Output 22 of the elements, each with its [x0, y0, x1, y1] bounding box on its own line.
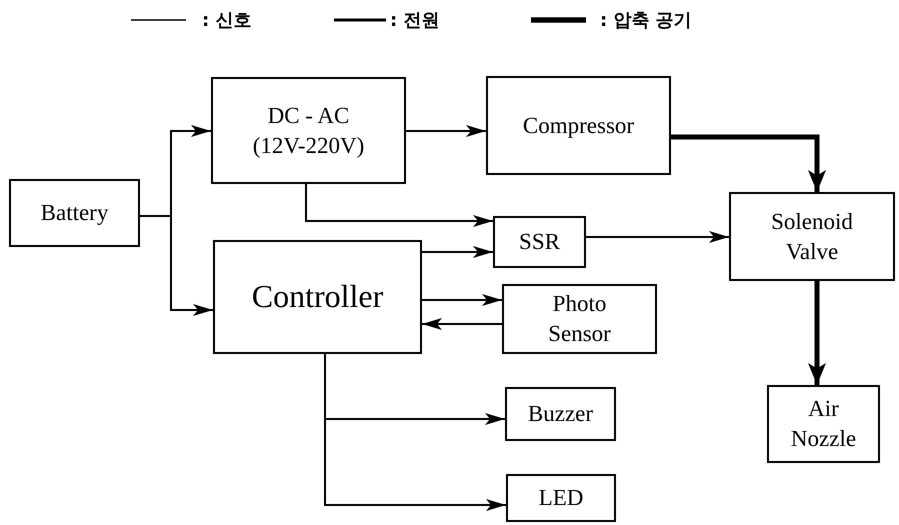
- arrow: [422, 318, 502, 330]
- process-box: DC - AC (12V-220V): [211, 77, 406, 184]
- process-box: SSR: [493, 216, 586, 268]
- arrow: [406, 125, 486, 137]
- legend-label: : 전원: [390, 9, 440, 32]
- arrow: [305, 184, 493, 227]
- process-box: LED: [506, 474, 616, 522]
- arrow: [422, 294, 502, 306]
- arrow: [808, 281, 826, 385]
- legend-label: : 신호: [202, 9, 252, 32]
- process-box: Solenoid Valve: [729, 192, 895, 281]
- process-box: Buzzer: [505, 387, 616, 441]
- arrow: [422, 246, 493, 258]
- arrow: [586, 231, 729, 243]
- process-box: Air Nozzle: [767, 385, 880, 463]
- arrow: [671, 134, 826, 192]
- process-box: Battery: [9, 179, 140, 247]
- process-box: Compressor: [486, 76, 671, 175]
- legend-label: : 압축 공기: [600, 9, 692, 32]
- process-box: Controller: [213, 240, 422, 354]
- arrow: [324, 354, 506, 511]
- process-box: Photo Sensor: [502, 284, 657, 354]
